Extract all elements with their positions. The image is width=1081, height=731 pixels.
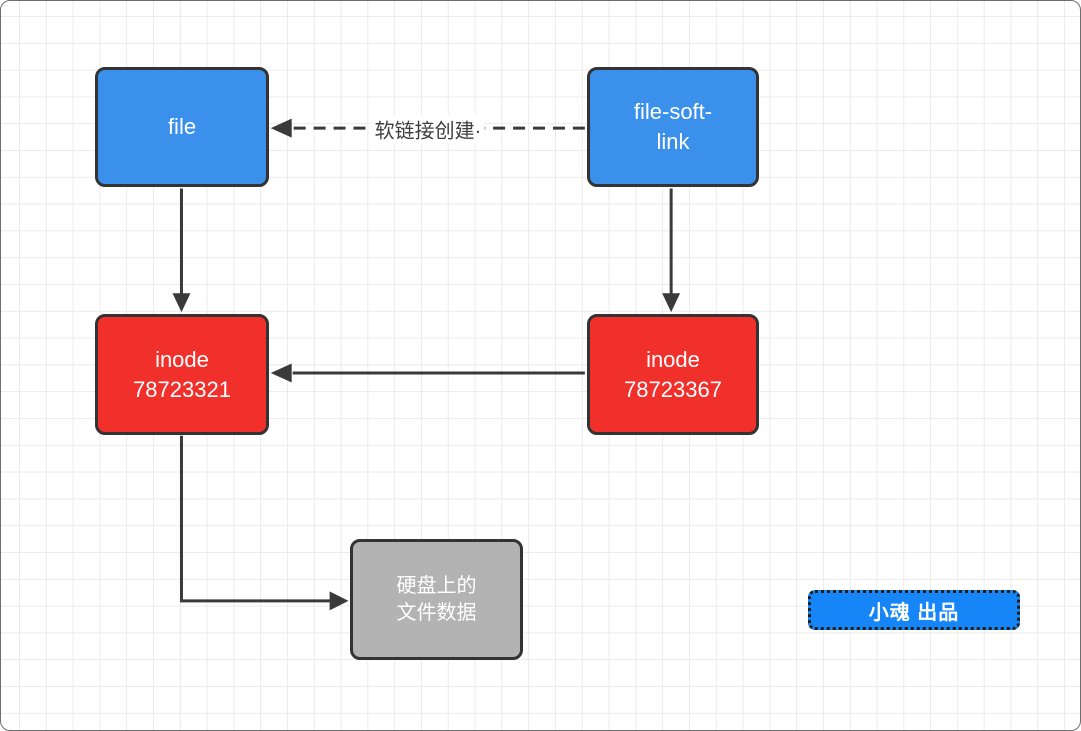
edge-softlink-to-inode-arrowhead	[662, 293, 681, 313]
edge-inode-to-disk-arrowhead	[329, 591, 349, 611]
node-file-soft-link: file-soft- link	[587, 67, 759, 187]
node-inode-78723367-label: inode 78723367	[624, 346, 722, 402]
node-file-label: file	[167, 114, 197, 140]
watermark-badge-label: 小魂 出品	[868, 601, 960, 624]
node-file: file	[95, 67, 269, 187]
edge-inode-to-disk-line	[179, 435, 331, 603]
node-inode-78723367: inode 78723367	[587, 314, 759, 435]
watermark-badge: 小魂 出品	[808, 590, 1020, 630]
edge-file-to-inode-arrowhead	[172, 293, 191, 313]
node-disk-data: 硬盘上的 文件数据	[350, 539, 523, 660]
node-inode-78723321: inode 78723321	[95, 314, 269, 435]
node-disk-data-label: 硬盘上的 文件数据	[396, 574, 477, 624]
node-file-soft-link-label: file-soft- link	[633, 99, 713, 154]
edge-label-softlink-create: 软链接创建·	[371, 114, 485, 144]
edge-softlink-create-arrowhead	[270, 118, 292, 138]
edge-inode-to-inode-arrowhead	[270, 363, 292, 383]
node-inode-78723321-label: inode 78723321	[133, 346, 231, 402]
